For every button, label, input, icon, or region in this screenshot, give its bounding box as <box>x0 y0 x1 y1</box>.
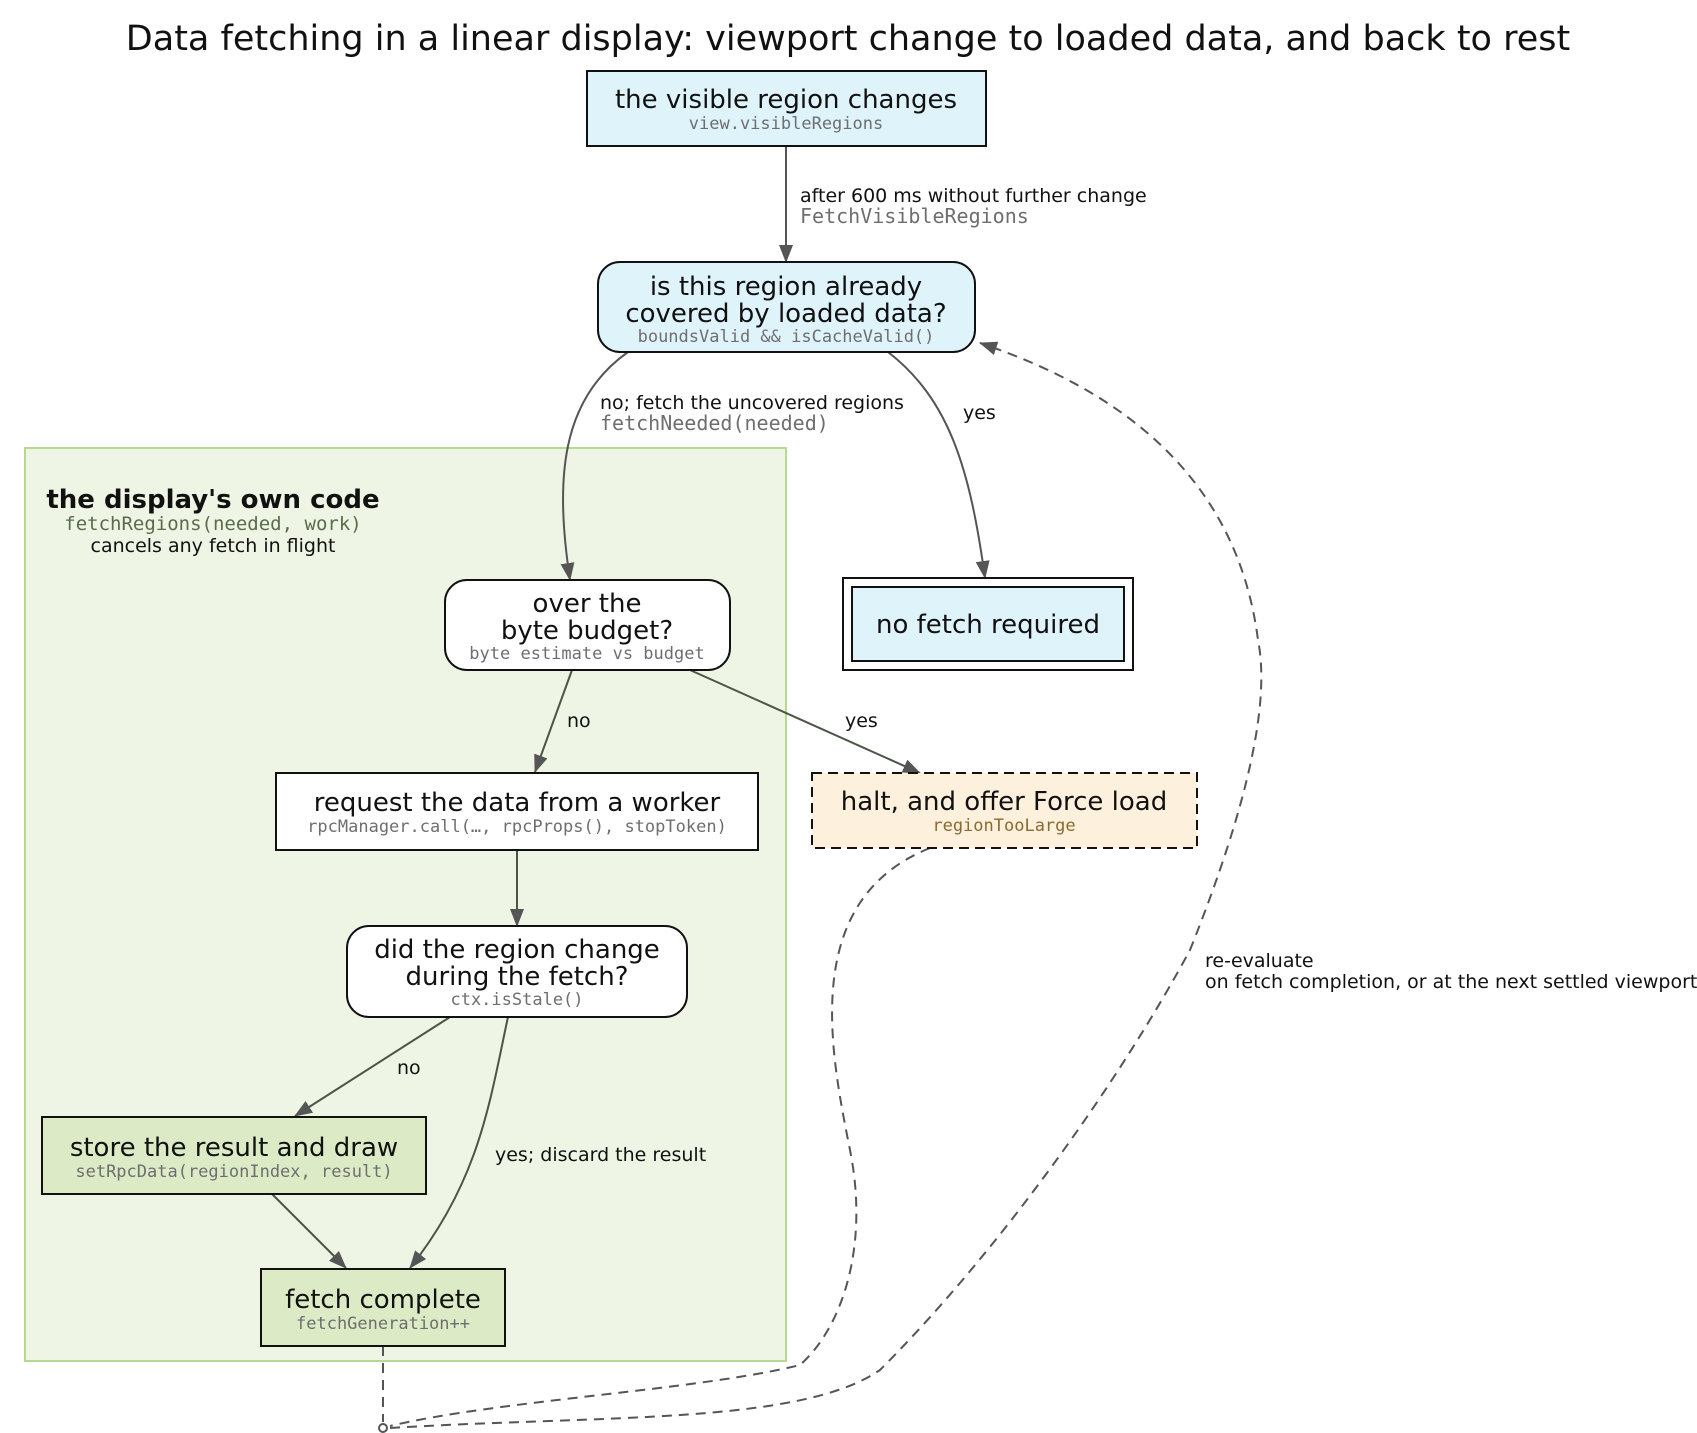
node-stale-check: did the region change during the fetch? … <box>346 925 688 1018</box>
node-covered-check-label-1: is this region already <box>650 272 922 302</box>
edge-reevaluate <box>389 341 1263 1429</box>
node-halt-label: halt, and offer Force load <box>841 787 1168 817</box>
diagram-title: Data fetching in a linear display: viewp… <box>126 19 1570 59</box>
node-covered-check: is this region already covered by loaded… <box>597 261 976 353</box>
node-request: request the data from a worker rpcManage… <box>275 772 759 851</box>
node-budget-check-label-2: byte budget? <box>501 616 673 646</box>
node-no-fetch: no fetch required <box>842 577 1134 671</box>
edge-stale-yes <box>409 1016 509 1269</box>
node-store: store the result and draw setRpcData(reg… <box>41 1116 427 1195</box>
edge-debounce-label: after 600 ms without further change <box>800 185 1147 207</box>
edge-reevaluate-label-2: on fetch completion, or at the next sett… <box>1205 971 1697 993</box>
edge-store-complete <box>271 1193 347 1269</box>
edge-covered-yes <box>887 351 990 579</box>
node-visible-changes-code: view.visibleRegions <box>689 114 883 134</box>
node-budget-check-code: byte estimate vs budget <box>469 644 704 664</box>
edge-budget-yes <box>689 669 921 774</box>
node-store-label: store the result and draw <box>70 1133 398 1163</box>
edge-reevaluate-label-1: re-evaluate <box>1205 950 1314 972</box>
edge-fetch-needed-label: no; fetch the uncovered regions <box>600 392 904 414</box>
node-complete: fetch complete fetchGeneration++ <box>260 1268 506 1347</box>
node-budget-check-label-1: over the <box>533 589 642 619</box>
node-request-code: rpcManager.call(…, rpcProps(), stopToken… <box>307 817 727 837</box>
edge-budget-yes-label: yes <box>845 710 878 732</box>
node-complete-label: fetch complete <box>285 1285 481 1315</box>
node-stale-check-label-1: did the region change <box>374 935 660 965</box>
edge-covered-yes-label: yes <box>963 402 996 424</box>
edge-stale-no-label: no <box>397 1057 421 1079</box>
node-budget-check: over the byte budget? byte estimate vs b… <box>444 579 731 671</box>
node-covered-check-label-2: covered by loaded data? <box>625 299 946 329</box>
edges: after 600 ms without further change Fetc… <box>271 146 1697 1433</box>
node-halt: halt, and offer Force load regionTooLarg… <box>811 772 1198 849</box>
node-visible-changes-label: the visible region changes <box>615 85 957 115</box>
edge-budget-no-label: no <box>567 710 591 732</box>
edge-fetch-needed-code: fetchNeeded(needed) <box>600 411 829 435</box>
cluster-code: fetchRegions(needed, work) <box>64 513 361 535</box>
edge-debounce-code: FetchVisibleRegions <box>800 204 1029 228</box>
node-complete-code: fetchGeneration++ <box>296 1314 470 1334</box>
node-halt-code: regionTooLarge <box>932 816 1075 836</box>
junction-point <box>378 1423 388 1433</box>
edge-fetch-needed <box>560 351 629 581</box>
node-store-code: setRpcData(regionIndex, result) <box>75 1162 392 1182</box>
node-stale-check-code: ctx.isStale() <box>450 990 583 1010</box>
cluster-note: cancels any fetch in flight <box>91 535 336 557</box>
edge-stale-no <box>294 1016 451 1117</box>
cluster-title: the display's own code <box>46 485 379 515</box>
node-covered-check-code: boundsValid && isCacheValid() <box>638 327 935 347</box>
edge-budget-no <box>534 669 573 773</box>
edge-stale-yes-label: yes; discard the result <box>495 1144 706 1166</box>
node-request-label: request the data from a worker <box>314 788 721 818</box>
edge-halt-junction <box>389 847 931 1427</box>
node-stale-check-label-2: during the fetch? <box>406 962 629 992</box>
node-visible-changes: the visible region changes view.visibleR… <box>586 70 987 147</box>
node-no-fetch-label: no fetch required <box>876 610 1100 640</box>
